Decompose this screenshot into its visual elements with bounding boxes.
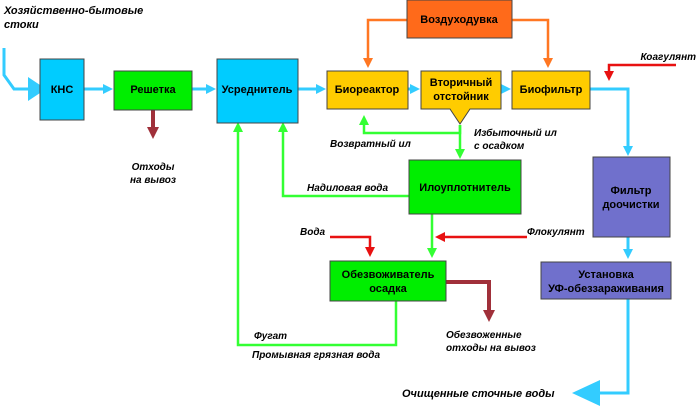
box-vozduhoduvka: Воздуходувка — [406, 0, 513, 39]
box-usrednitel: Усреднитель — [216, 58, 299, 124]
label-izbytochnyi-1: Избыточный ил — [474, 127, 558, 139]
box-obezv-label-1: Обезвоживатель — [342, 269, 435, 281]
inflow-arrowhead — [28, 77, 46, 101]
label-obezv-othody-1: Обезвоженные — [446, 329, 522, 341]
box-iloupl: Илоуплотнитель — [408, 159, 522, 215]
outflow-arrowhead — [572, 380, 600, 406]
box-biofiltr: Биофильтр — [511, 70, 591, 110]
label-nadilovaya-voda: Надиловая вода — [307, 183, 388, 194]
label-obezv-othody-2: отходы на вывоз — [446, 343, 536, 354]
box-uf-label-1: Установка — [578, 269, 634, 281]
label-fugat: Фугат — [254, 331, 287, 342]
box-biofiltr-label: Биофильтр — [520, 84, 583, 96]
label-othody-2: на вывоз — [130, 175, 176, 186]
box-reshetka: Решетка — [113, 70, 193, 111]
label-ochishennye: Очищенные сточные воды — [402, 388, 555, 400]
label-koagulant: Коагулянт — [641, 52, 697, 63]
arrow-voda — [330, 235, 375, 257]
box-kns: КНС — [39, 58, 85, 121]
arrow-fugat — [233, 122, 398, 347]
box-vozduhoduvka-label: Воздуходувка — [420, 14, 498, 26]
label-izbytochnyi-2: с осадком — [474, 141, 525, 152]
arrow-obezv-othody — [446, 280, 495, 322]
box-uf-label-2: УФ-обеззараживания — [548, 283, 664, 295]
label-vozvratnyi-il: Возвратный ил — [330, 139, 412, 150]
label-othody-1: Отходы — [132, 162, 175, 173]
label-stoki-2: стоки — [4, 19, 39, 31]
box-kns-label: КНС — [51, 84, 74, 96]
arrow-vozvratnyi-il — [359, 115, 462, 135]
label-flokulyant: Флокулянт — [527, 227, 585, 238]
arrow-vozduh-biofiltr — [512, 18, 553, 68]
box-otstoinik-label-1: Вторичный — [430, 77, 492, 89]
box-usrednitel-label: Усреднитель — [222, 84, 293, 96]
arrow-biofiltr-filtr — [590, 87, 633, 156]
box-otstoinik-label-2: отстойник — [433, 91, 489, 103]
box-bioreaktor: Биореактор — [326, 70, 409, 110]
arrow-nadilovaya-voda — [278, 122, 409, 198]
inflow-arrow — [2, 48, 38, 91]
box-otstoinik: Вторичный отстойник — [420, 70, 502, 125]
box-reshetka-label: Решетка — [130, 84, 176, 96]
outflow-line — [595, 299, 630, 395]
box-iloupl-label: Илоуплотнитель — [419, 182, 511, 194]
box-filtr-doochistki: Фильтр доочистки — [592, 156, 671, 238]
box-obezvozhivatel: Обезвоживатель осадка — [329, 260, 447, 302]
box-filtr-label-1: Фильтр — [610, 185, 651, 197]
label-promyvnaya: Промывная грязная вода — [252, 350, 380, 361]
box-bioreaktor-label: Биореактор — [335, 84, 400, 96]
label-stoki-1: Хозяйственно-бытовые — [3, 5, 143, 17]
box-obezv-label-2: осадка — [369, 283, 407, 295]
box-uf: Установка УФ-обеззараживания — [540, 261, 672, 300]
arrow-koagulant — [604, 63, 676, 81]
arrow-vozduh-bioreaktor — [363, 18, 407, 68]
label-voda: Вода — [300, 227, 326, 238]
box-filtr-label-2: доочистки — [602, 199, 659, 211]
